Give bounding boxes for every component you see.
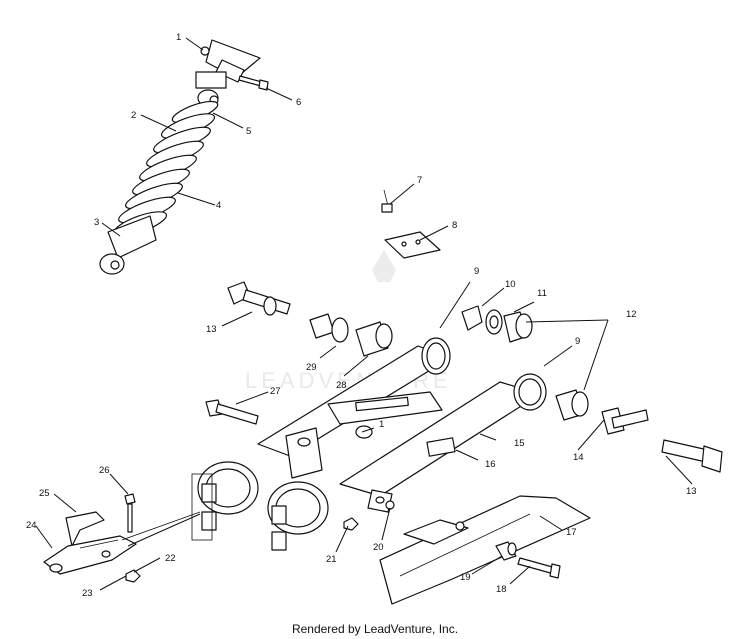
callout-18: 18 [496, 584, 507, 595]
shock-absorber [99, 39, 269, 275]
callout-7: 7 [417, 175, 422, 186]
callout-22: 22 [165, 553, 176, 564]
bushing-left [309, 313, 393, 357]
callout-16: 16 [485, 459, 496, 470]
callout-10: 10 [505, 279, 516, 290]
callout-12: 12 [626, 309, 637, 320]
callout-19: 19 [460, 572, 471, 583]
callout-21: 21 [326, 554, 337, 565]
callout-3: 3 [94, 217, 99, 228]
callouts: 1 2 3 4 5 6 7 8 9 10 11 12 13 27 29 28 9… [26, 32, 697, 599]
rear-bracket [43, 493, 201, 583]
callout-4: 4 [216, 200, 221, 211]
callout-8: 8 [452, 220, 457, 231]
callout-2: 2 [131, 110, 136, 121]
callout-5: 5 [246, 126, 251, 137]
pivot-hardware-right [461, 305, 723, 473]
callout-17: 17 [566, 527, 577, 538]
callout-9-right: 9 [575, 336, 580, 347]
callout-13-right: 13 [686, 486, 697, 497]
footer-credit: Rendered by LeadVenture, Inc. [291, 622, 459, 636]
callout-14: 14 [573, 452, 584, 463]
skid-plate [379, 495, 591, 605]
retainer-clip [381, 189, 393, 213]
callout-11: 11 [537, 288, 547, 299]
callout-9: 9 [474, 266, 479, 277]
callout-25: 25 [39, 488, 50, 499]
callout-15: 15 [514, 438, 525, 449]
callout-27: 27 [270, 386, 281, 397]
long-bolt [205, 399, 259, 425]
callout-13-left: 13 [206, 324, 217, 335]
callout-23: 23 [82, 588, 93, 599]
callout-29: 29 [306, 362, 317, 373]
mount-plate [384, 231, 441, 259]
callout-1: 1 [176, 32, 181, 43]
leader-lines [35, 37, 693, 591]
callout-24: 24 [26, 520, 37, 531]
swing-arm [191, 337, 547, 551]
pivot-bolt-left [227, 281, 291, 316]
spacer-and-bolt [495, 541, 561, 579]
callout-28: 28 [336, 380, 347, 391]
callout-20: 20 [373, 542, 384, 553]
callout-26: 26 [99, 465, 110, 476]
callout-1-center: 1 [379, 419, 384, 430]
callout-6: 6 [296, 97, 301, 108]
